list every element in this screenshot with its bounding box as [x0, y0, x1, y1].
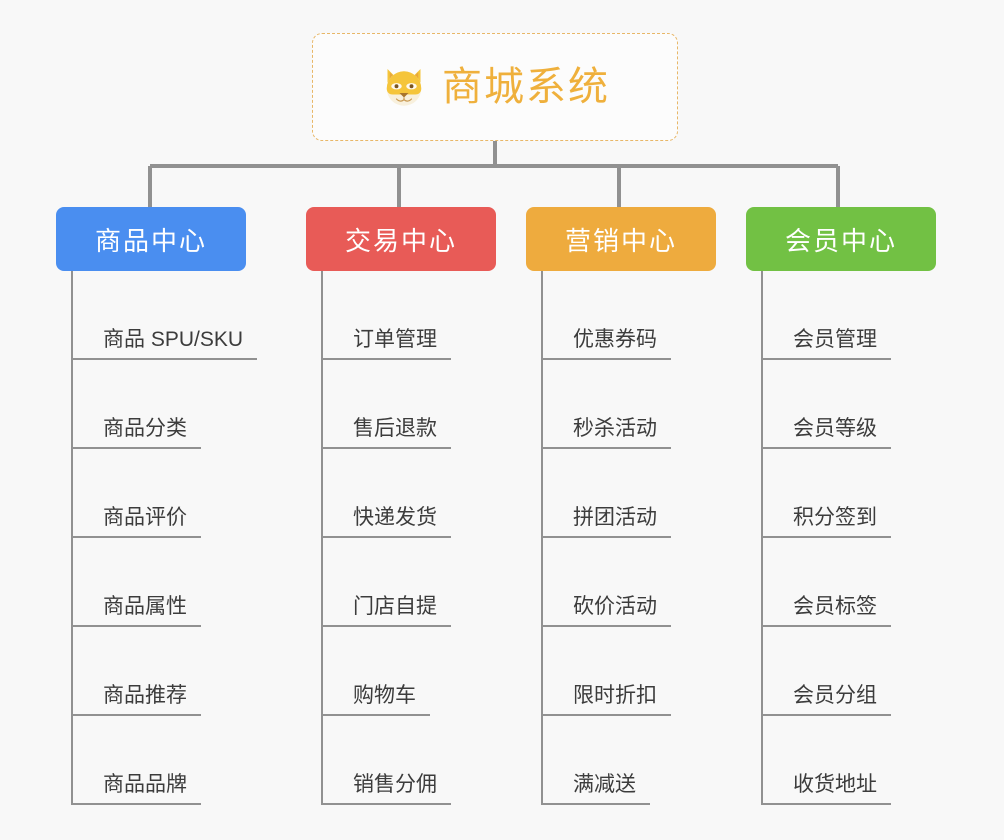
leaf-label: 砍价活动 — [543, 594, 671, 627]
leaf-label: 订单管理 — [323, 327, 451, 360]
list-item[interactable]: 秒杀活动 — [543, 360, 716, 449]
category-label: 商品中心 — [94, 225, 207, 256]
list-item[interactable]: 快递发货 — [323, 449, 496, 538]
list-item[interactable]: 商品 SPU/SKU — [73, 271, 258, 360]
leaf-label: 满减送 — [543, 772, 650, 805]
list-item[interactable]: 限时折扣 — [543, 627, 716, 716]
list-item[interactable]: 会员等级 — [763, 360, 936, 449]
leaf-label: 会员管理 — [763, 327, 891, 360]
list-item[interactable]: 门店自提 — [323, 538, 496, 627]
branch-column-1: 商品中心 商品 SPU/SKU 商品分类 商品评价 商品属性 商品推荐 商品品牌 — [56, 207, 258, 805]
category-label: 营销中心 — [564, 225, 677, 256]
list-item[interactable]: 积分签到 — [763, 449, 936, 538]
leaf-list-4: 会员管理 会员等级 积分签到 会员标签 会员分组 收货地址 — [761, 271, 936, 805]
category-header-4[interactable]: 会员中心 — [746, 207, 936, 271]
leaf-label: 商品 SPU/SKU — [73, 327, 258, 360]
leaf-label: 商品品牌 — [73, 772, 201, 805]
leaf-label: 限时折扣 — [543, 683, 671, 716]
list-item[interactable]: 商品评价 — [73, 449, 246, 538]
list-item[interactable]: 购物车 — [323, 627, 496, 716]
leaf-label: 商品评价 — [73, 505, 201, 538]
leaf-label: 商品分类 — [73, 416, 201, 449]
list-item[interactable]: 收货地址 — [763, 716, 936, 805]
leaf-label: 售后退款 — [323, 416, 451, 449]
root-title: 商城系统 — [442, 65, 610, 109]
leaf-label: 收货地址 — [763, 772, 891, 805]
leaf-label: 商品推荐 — [73, 683, 201, 716]
leaf-list-3: 优惠券码 秒杀活动 拼团活动 砍价活动 限时折扣 满减送 — [541, 271, 716, 805]
list-item[interactable]: 订单管理 — [323, 271, 496, 360]
root-node[interactable]: 商城系统 — [312, 33, 678, 141]
leaf-label: 购物车 — [323, 683, 430, 716]
category-header-2[interactable]: 交易中心 — [306, 207, 496, 271]
list-item[interactable]: 满减送 — [543, 716, 716, 805]
list-item[interactable]: 销售分佣 — [323, 716, 496, 805]
leaf-label: 拼团活动 — [543, 505, 671, 538]
list-item[interactable]: 商品分类 — [73, 360, 246, 449]
branch-column-4: 会员中心 会员管理 会员等级 积分签到 会员标签 会员分组 收货地址 — [746, 207, 936, 805]
leaf-label: 快递发货 — [323, 505, 451, 538]
category-header-1[interactable]: 商品中心 — [56, 207, 246, 271]
leaf-list-1: 商品 SPU/SKU 商品分类 商品评价 商品属性 商品推荐 商品品牌 — [71, 271, 258, 805]
list-item[interactable]: 会员管理 — [763, 271, 936, 360]
list-item[interactable]: 拼团活动 — [543, 449, 716, 538]
category-label: 会员中心 — [784, 225, 897, 256]
list-item[interactable]: 会员标签 — [763, 538, 936, 627]
list-item[interactable]: 售后退款 — [323, 360, 496, 449]
list-item[interactable]: 商品推荐 — [73, 627, 246, 716]
leaf-label: 商品属性 — [73, 594, 201, 627]
category-label: 交易中心 — [344, 225, 457, 256]
list-item[interactable]: 优惠券码 — [543, 271, 716, 360]
shiba-dog-emoji-icon — [386, 69, 422, 106]
leaf-label: 销售分佣 — [323, 772, 451, 805]
list-item[interactable]: 砍价活动 — [543, 538, 716, 627]
list-item[interactable]: 商品品牌 — [73, 716, 246, 805]
branch-column-3: 营销中心 优惠券码 秒杀活动 拼团活动 砍价活动 限时折扣 满减送 — [526, 207, 716, 805]
leaf-label: 会员标签 — [763, 594, 891, 627]
leaf-label: 积分签到 — [763, 505, 891, 538]
leaf-label: 优惠券码 — [543, 327, 671, 360]
leaf-label: 会员等级 — [763, 416, 891, 449]
leaf-list-2: 订单管理 售后退款 快递发货 门店自提 购物车 销售分佣 — [321, 271, 496, 805]
list-item[interactable]: 商品属性 — [73, 538, 246, 627]
leaf-label: 秒杀活动 — [543, 416, 671, 449]
leaf-label: 会员分组 — [763, 683, 891, 716]
category-header-3[interactable]: 营销中心 — [526, 207, 716, 271]
leaf-label: 门店自提 — [323, 594, 451, 627]
branch-column-2: 交易中心 订单管理 售后退款 快递发货 门店自提 购物车 销售分佣 — [306, 207, 496, 805]
list-item[interactable]: 会员分组 — [763, 627, 936, 716]
